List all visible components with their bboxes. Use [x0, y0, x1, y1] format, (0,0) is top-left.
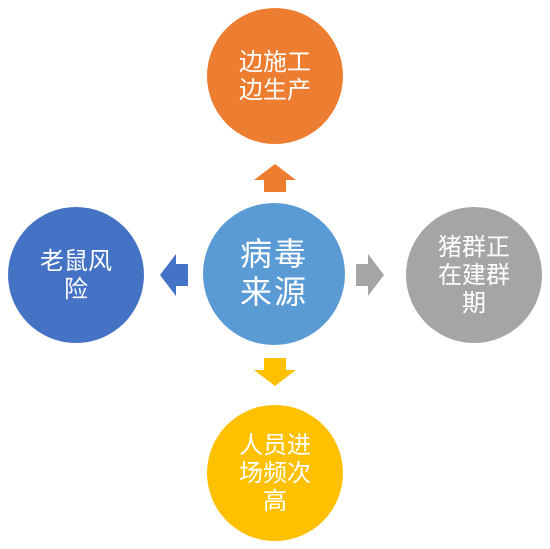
node-personnel-frequency-label: 人员进 场频次 高: [239, 430, 311, 516]
node-rodent-risk-label: 老鼠风 险: [40, 246, 112, 303]
arrow-right: [356, 254, 384, 296]
node-construction-label: 边施工 边生产: [239, 47, 311, 104]
node-herd-building-label: 猪群正 在建群 期: [438, 232, 510, 318]
node-personnel-frequency: 人员进 场频次 高: [207, 405, 343, 541]
node-virus-source-label: 病毒 来源: [239, 235, 308, 311]
node-herd-building: 猪群正 在建群 期: [406, 207, 542, 343]
arrow-down: [254, 358, 296, 386]
node-virus-source: 病毒 来源: [203, 203, 345, 345]
node-construction: 边施工 边生产: [207, 8, 343, 144]
node-rodent-risk: 老鼠风 险: [8, 207, 144, 343]
arrow-up: [254, 164, 296, 192]
arrow-left: [160, 254, 188, 296]
